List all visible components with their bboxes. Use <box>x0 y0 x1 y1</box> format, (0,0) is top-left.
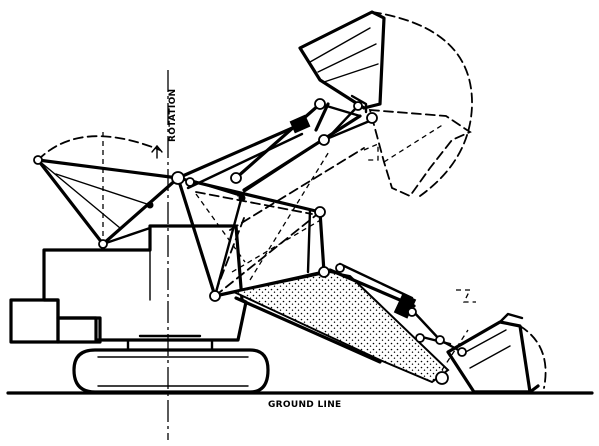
lower-bucket-dashed-arc <box>441 289 547 389</box>
counterweight <box>9 298 102 344</box>
pivot-pins <box>33 98 467 385</box>
truck-frame <box>126 334 214 352</box>
ground-line-label: GROUND LINE <box>268 400 341 410</box>
upper-bucket <box>298 10 386 114</box>
machinery-house <box>42 224 248 342</box>
lower-bucket <box>446 312 540 394</box>
lower-dipper-arm <box>230 270 450 384</box>
upper-bucket-dashed-alternate <box>363 109 472 198</box>
centerline-symbol <box>151 145 163 159</box>
gantry-a-frame <box>36 132 180 246</box>
upper-hoist-cylinder <box>176 114 311 190</box>
dashed-intermediate-position <box>195 147 365 297</box>
crawler-track <box>72 348 270 394</box>
gantry-swing-arc <box>37 135 161 161</box>
upper-crowd-link <box>314 102 374 142</box>
rotation-label: ROTATION <box>168 89 178 142</box>
upper-bucket-swing-arc <box>371 11 473 197</box>
upper-dipper-arm <box>234 102 362 197</box>
